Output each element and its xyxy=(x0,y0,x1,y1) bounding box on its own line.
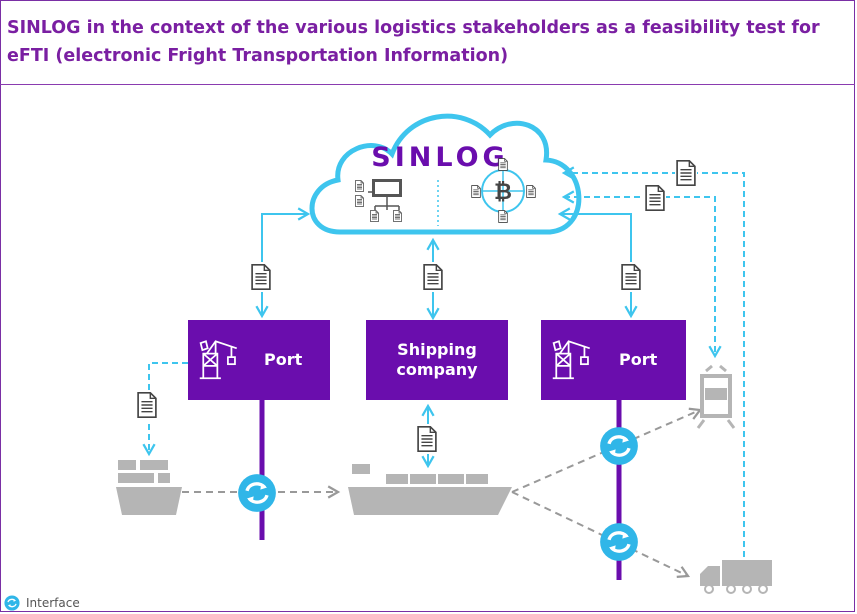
document-icon xyxy=(422,262,444,292)
legend-label: Interface xyxy=(26,596,80,610)
interface-icon xyxy=(237,473,277,513)
document-icon xyxy=(416,424,438,454)
legend: Interface xyxy=(4,594,80,612)
port-right-label: Port xyxy=(619,350,658,369)
feeder-ship-icon xyxy=(116,460,182,515)
computer-network-icon xyxy=(355,179,402,222)
port-left-label: Port xyxy=(264,350,303,369)
document-icon xyxy=(620,262,642,292)
port-left-box: Port xyxy=(188,320,330,400)
document-icon xyxy=(250,262,272,292)
title-divider xyxy=(0,84,855,85)
crane-icon xyxy=(551,336,595,380)
port-right-box: Port xyxy=(541,320,686,400)
interface-icon xyxy=(599,426,639,466)
crane-icon xyxy=(198,336,242,380)
vessel-to-truck-route xyxy=(511,491,691,578)
interface-icon xyxy=(4,595,20,611)
container-ship-icon xyxy=(348,464,512,515)
port-left-feeder-link xyxy=(142,362,188,457)
sinlog-cloud xyxy=(309,113,582,235)
diagram-title: SINLOG in the context of the various log… xyxy=(7,18,820,66)
shipping-company-label: Shipping company xyxy=(396,340,478,379)
truck-cloud-link xyxy=(561,166,745,557)
train-icon xyxy=(696,364,736,429)
svg-text:₿: ₿ xyxy=(494,180,512,205)
document-icon xyxy=(136,390,158,420)
truck-icon xyxy=(700,560,772,594)
rail-cloud-link xyxy=(561,190,722,359)
document-icon xyxy=(675,158,697,188)
document-icon xyxy=(644,183,666,213)
interface-icon xyxy=(599,522,639,562)
sinlog-label: SINLOG xyxy=(371,142,508,173)
shipping-company-box: Shipping company xyxy=(366,320,508,400)
blockchain-icon: ₿ xyxy=(471,158,536,223)
